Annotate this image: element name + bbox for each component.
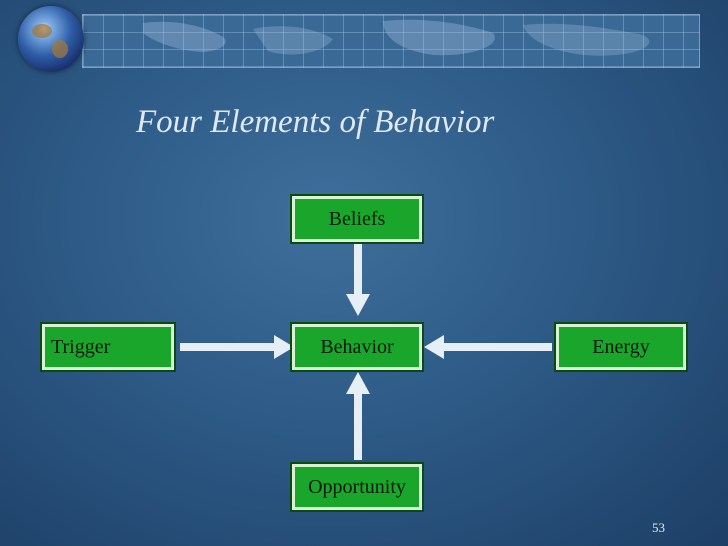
arrow-energy-to-behavior-shaft bbox=[442, 343, 552, 351]
node-behavior: Behavior bbox=[290, 322, 424, 372]
page-number: 53 bbox=[652, 520, 665, 535]
arrow-energy-to-behavior-head bbox=[424, 335, 444, 359]
node-trigger: Trigger bbox=[40, 322, 176, 372]
arrow-opportunity-to-behavior-shaft bbox=[354, 392, 362, 460]
arrow-trigger-to-behavior-head bbox=[274, 335, 294, 359]
arrow-beliefs-to-behavior-head bbox=[346, 294, 370, 316]
globe-icon bbox=[18, 6, 84, 72]
slide-title: Four Elements of Behavior bbox=[136, 104, 495, 140]
world-map-banner bbox=[82, 14, 700, 68]
arrow-opportunity-to-behavior-head bbox=[346, 372, 370, 394]
world-map-shapes bbox=[143, 19, 650, 56]
node-beliefs: Beliefs bbox=[290, 194, 424, 244]
node-energy: Energy bbox=[554, 322, 688, 372]
arrow-beliefs-to-behavior-shaft bbox=[354, 244, 362, 296]
node-opportunity: Opportunity bbox=[290, 462, 424, 512]
arrow-trigger-to-behavior-shaft bbox=[180, 343, 276, 351]
